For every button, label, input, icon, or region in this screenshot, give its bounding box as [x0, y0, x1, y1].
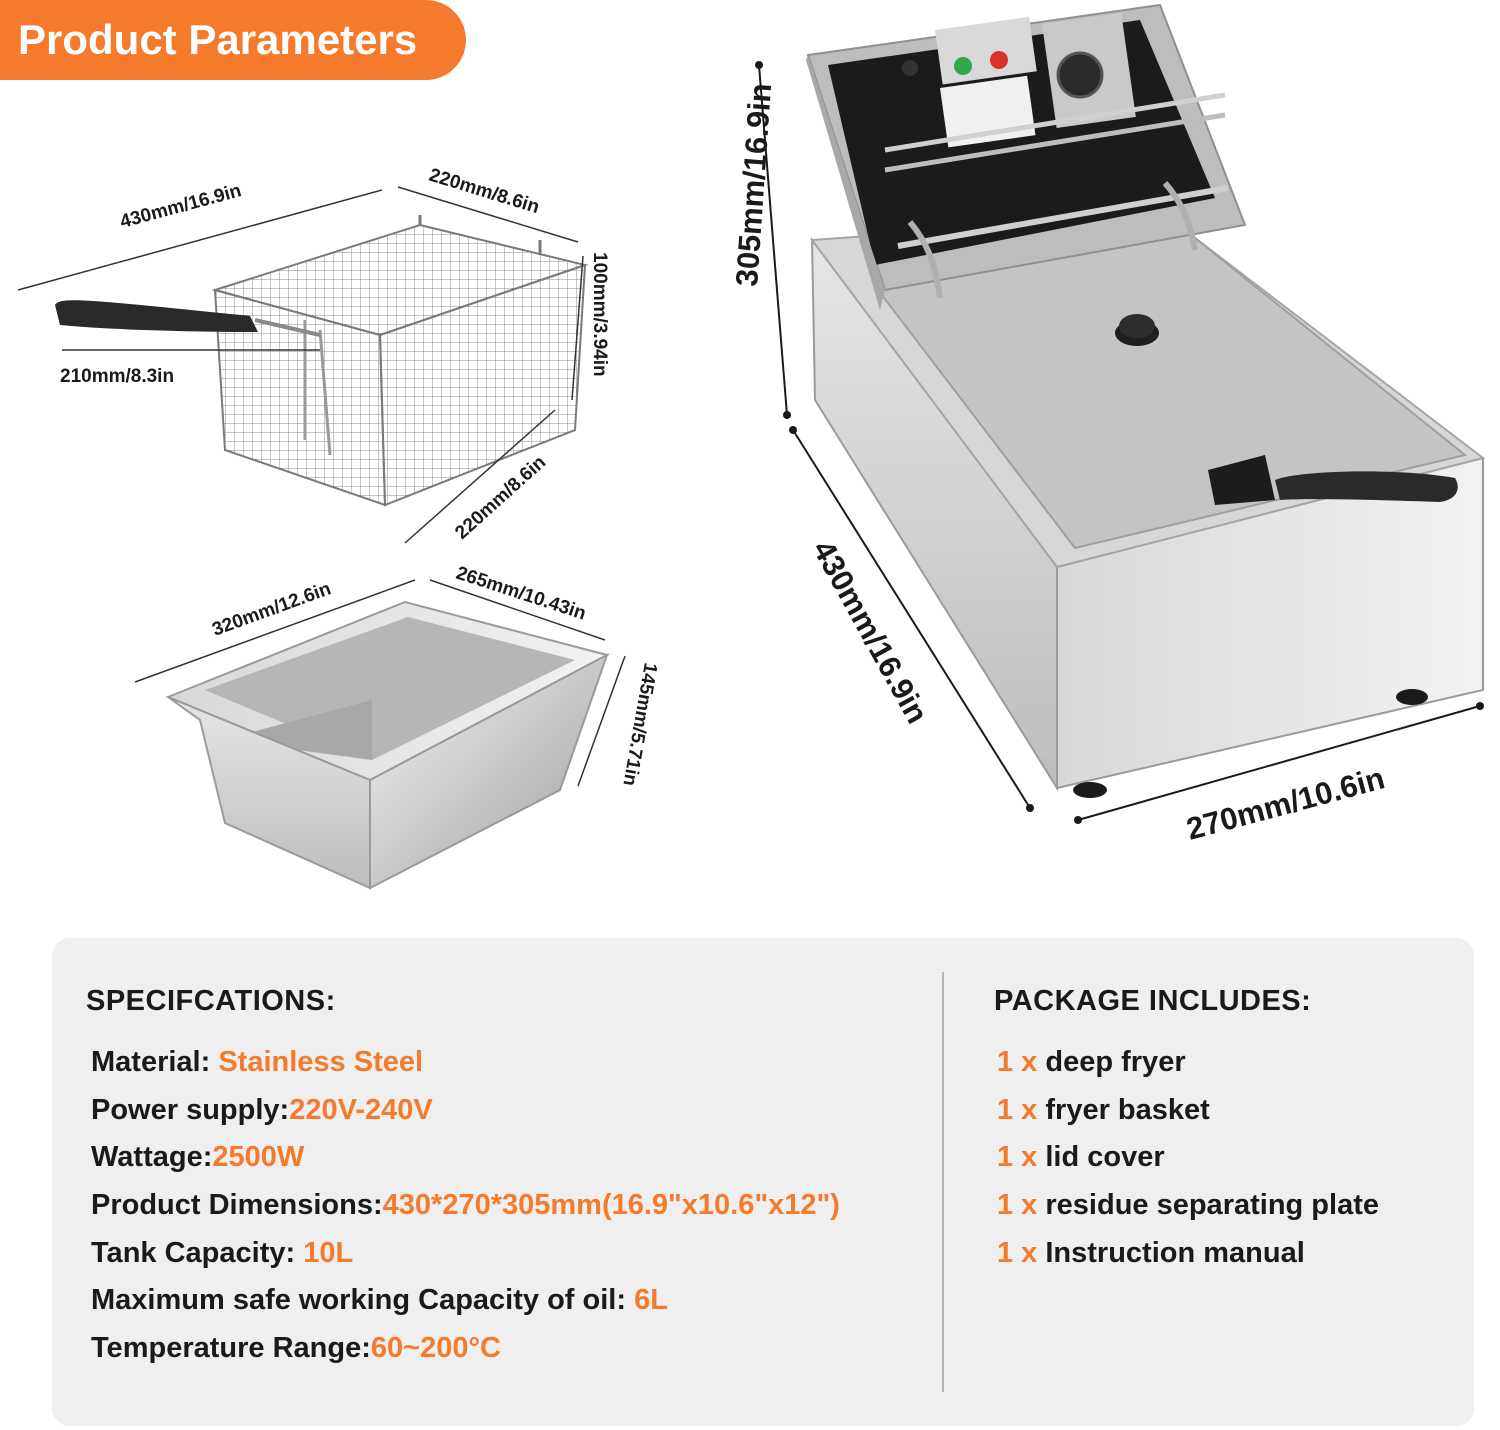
oil-tank-image	[165, 600, 610, 890]
spec-item: Product Dimensions:430*270*305mm(16.9"x1…	[91, 1185, 840, 1233]
fryer-dimension-lines	[758, 64, 1481, 821]
fryer-basket-image	[55, 215, 589, 507]
specifications-list: Material: Stainless Steel Power supply:2…	[91, 1042, 840, 1376]
package-item: 1 x deep fryer	[997, 1042, 1379, 1090]
package-qty: 1 x	[997, 1141, 1046, 1174]
spec-item: Power supply:220V-240V	[91, 1090, 840, 1138]
spec-item: Maximum safe working Capacity of oil: 6L	[91, 1280, 840, 1328]
spec-item: Tank Capacity: 10L	[91, 1233, 840, 1281]
package-text: Instruction manual	[1045, 1236, 1305, 1269]
package-text: lid cover	[1045, 1141, 1165, 1174]
specifications-heading: SPECIFCATIONS:	[86, 985, 336, 1017]
package-item: 1 x residue separating plate	[997, 1185, 1379, 1233]
spec-item: Wattage:2500W	[91, 1137, 840, 1185]
spec-value: 6L	[634, 1284, 668, 1317]
spec-label: Wattage:	[91, 1141, 213, 1174]
spec-value: 10L	[303, 1236, 354, 1269]
spec-label: Power supply:	[91, 1093, 290, 1126]
specifications-panel: SPECIFCATIONS: Material: Stainless Steel…	[52, 938, 1474, 1426]
spec-value: 220V-240V	[289, 1093, 433, 1126]
tank-width-label: 265mm/10.43in	[453, 563, 588, 625]
fryer-length-label: 430mm/16.9in	[806, 534, 935, 729]
spec-value: 60~200°C	[370, 1332, 501, 1365]
spec-label: Material:	[91, 1046, 219, 1078]
package-qty: 1 x	[997, 1236, 1046, 1269]
package-item: 1 x lid cover	[997, 1137, 1379, 1185]
package-text: deep fryer	[1045, 1046, 1186, 1078]
fryer-height-label: 305mm/16.9in	[729, 82, 778, 287]
package-item: 1 x Instruction manual	[997, 1233, 1379, 1281]
package-qty: 1 x	[997, 1189, 1046, 1222]
spec-item: Temperature Range:60~200°C	[91, 1328, 840, 1376]
package-text: residue separating plate	[1045, 1189, 1379, 1222]
basket-height-label: 100mm/3.94in	[589, 252, 610, 377]
spec-label: Product Dimensions:	[91, 1189, 383, 1222]
package-qty: 1 x	[997, 1093, 1046, 1126]
spec-item: Material: Stainless Steel	[91, 1042, 840, 1090]
spec-value: 430*270*305mm(16.9"x10.6"x12")	[382, 1189, 840, 1222]
fryer-dimension-endpoints	[755, 61, 1484, 824]
fryer-width-label: 270mm/10.6in	[1183, 760, 1388, 846]
tank-dimension-lines	[134, 579, 626, 787]
tank-height-label: 145mm/5.71in	[618, 661, 660, 787]
package-list: 1 x deep fryer 1 x fryer basket 1 x lid …	[997, 1042, 1379, 1280]
package-text: fryer basket	[1045, 1093, 1210, 1126]
basket-width-top-label: 220mm/8.6in	[427, 165, 542, 218]
basket-length-label: 430mm/16.9in	[118, 180, 244, 233]
spec-label: Temperature Range:	[91, 1332, 371, 1365]
basket-handle-shape	[55, 300, 258, 332]
spec-value: Stainless Steel	[218, 1046, 424, 1078]
column-divider	[942, 972, 944, 1392]
spec-label: Maximum safe working Capacity of oil:	[91, 1284, 635, 1317]
spec-label: Tank Capacity:	[91, 1236, 304, 1269]
deep-fryer-image	[806, 3, 1486, 798]
product-parameters-badge: Product Parameters	[0, 0, 466, 80]
package-heading: PACKAGE INCLUDES:	[994, 985, 1312, 1017]
basket-handle-label: 210mm/8.3in	[60, 366, 174, 387]
spec-value: 2500W	[212, 1141, 305, 1174]
package-qty: 1 x	[997, 1046, 1046, 1078]
product-illustration: 430mm/16.9in 220mm/8.6in 100mm/3.94in 22…	[17, 3, 1486, 890]
basket-dimension-lines	[17, 186, 584, 544]
tank-length-label: 320mm/12.6in	[210, 578, 334, 640]
page-title: Product Parameters	[18, 16, 418, 63]
package-item: 1 x fryer basket	[997, 1090, 1379, 1138]
